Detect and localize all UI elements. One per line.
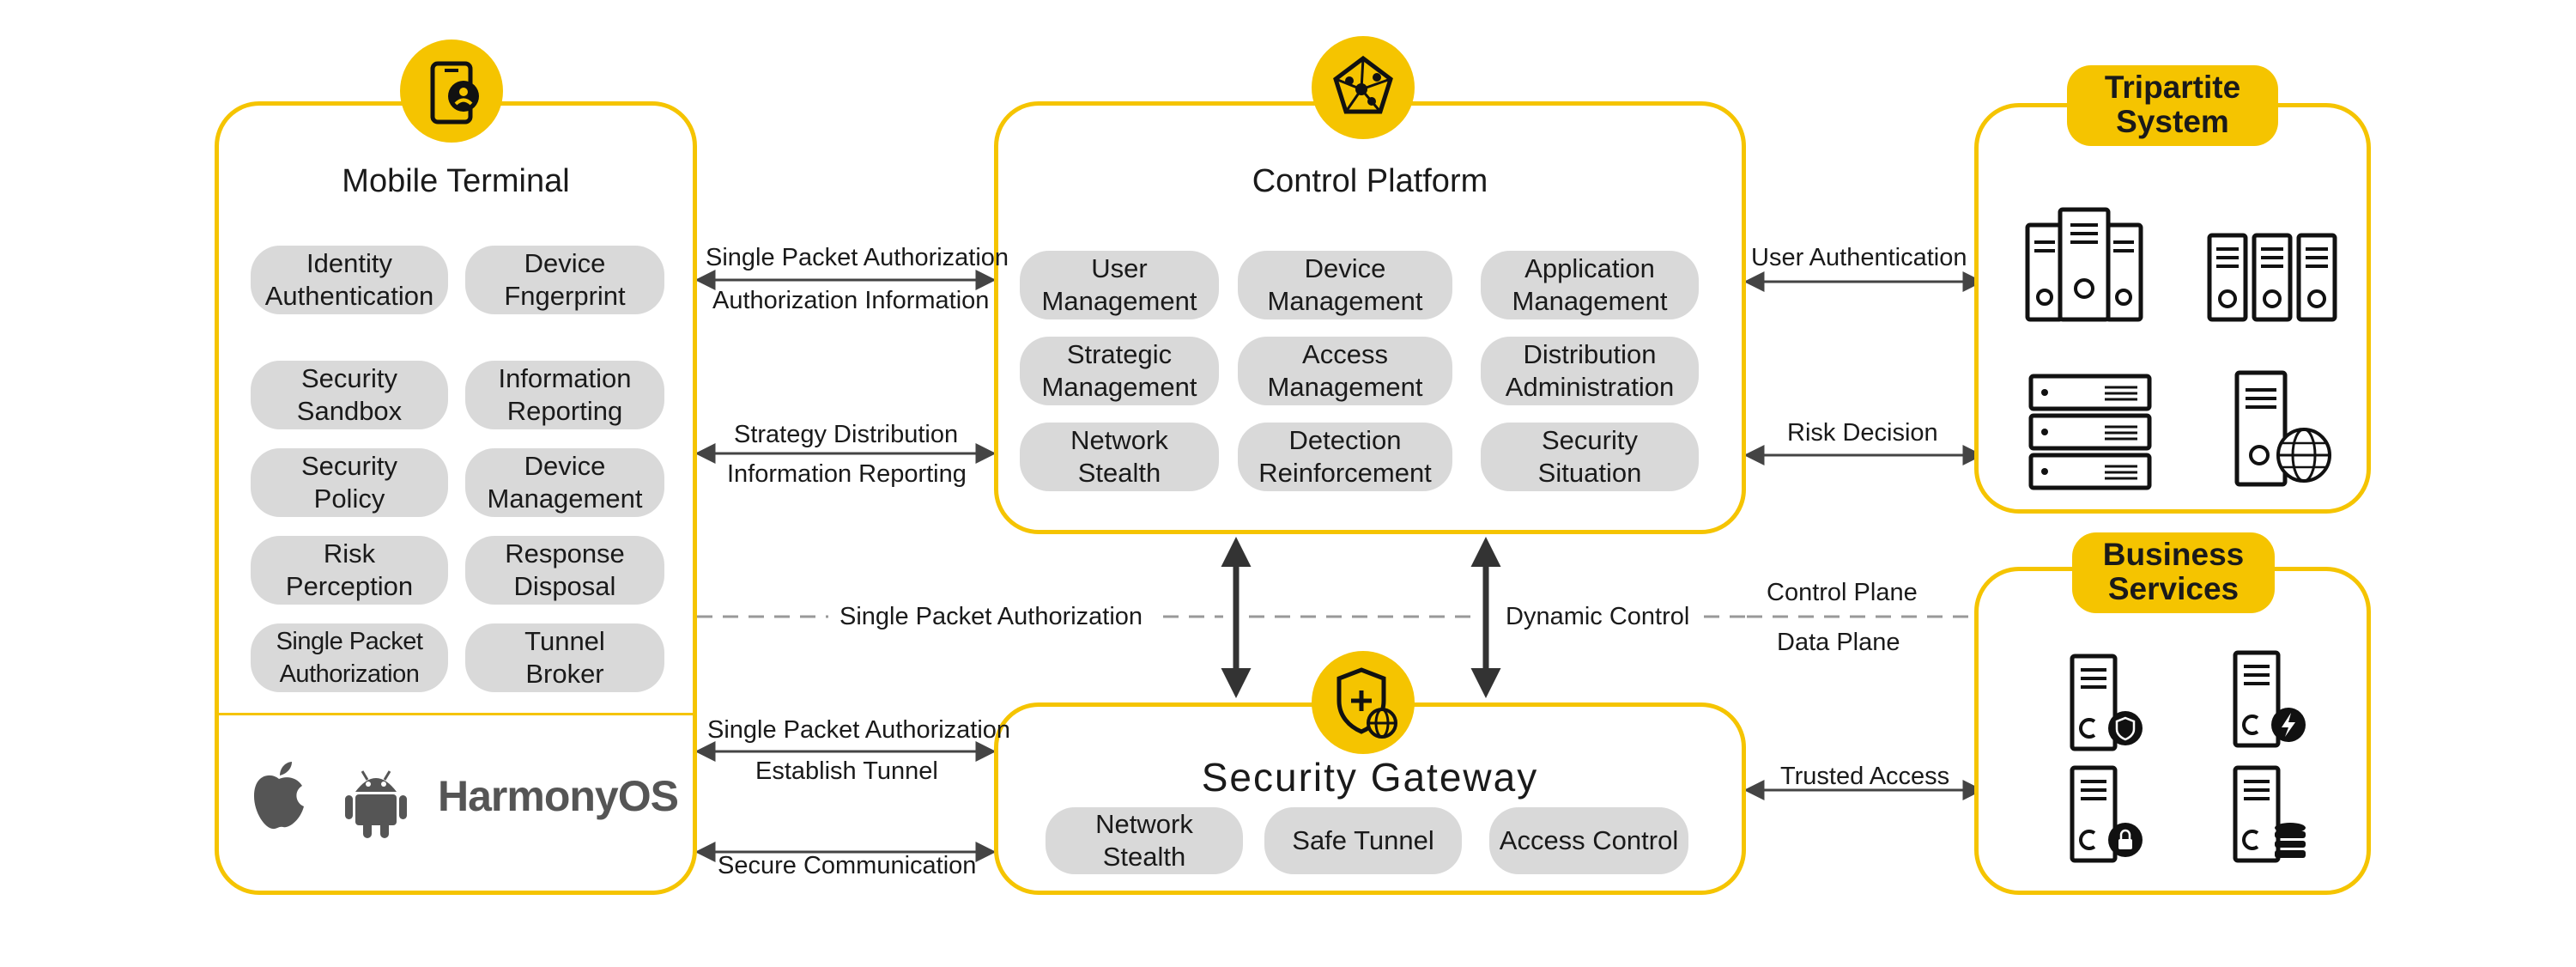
server-globe-icon — [2234, 369, 2337, 490]
label-mt-sg-spa: Single Packet Authorization — [707, 716, 1011, 744]
feature-security-sandbox: Security Sandbox — [251, 361, 448, 429]
harmonyos-logo: HarmonyOS — [438, 772, 679, 820]
label-mt-cp-strategy-distribution: Strategy Distribution — [734, 421, 959, 448]
feature-access-control: Access Control — [1489, 807, 1688, 874]
feature-device-management-cp: Device Management — [1238, 251, 1452, 319]
feature-strategic-management: Strategic Management — [1020, 337, 1219, 405]
label-control-plane: Control Plane — [1767, 579, 1918, 606]
feature-single-packet-authorization: Single Packet Authorization — [251, 623, 448, 692]
feature-application-management: Application Management — [1481, 251, 1699, 319]
feature-device-fingerprint: Device Fngerprint — [465, 246, 664, 314]
feature-identity-authentication: Identity Authentication — [251, 246, 448, 314]
feature-risk-perception: Risk Perception — [251, 536, 448, 605]
label-mt-cp-spa: Single Packet Authorization — [706, 244, 1009, 271]
server-stack-icon — [2027, 373, 2153, 491]
android-icon — [343, 763, 409, 840]
business-services-panel — [1974, 567, 2371, 895]
feature-device-management: Device Management — [465, 448, 664, 517]
control-platform-title: Control Platform — [1252, 163, 1488, 199]
mobile-terminal-divider — [219, 713, 693, 715]
label-data-plane: Data Plane — [1777, 629, 1900, 656]
apple-icon — [249, 760, 309, 832]
feature-safe-tunnel: Safe Tunnel — [1264, 807, 1462, 874]
server-lock-icon — [2069, 764, 2155, 867]
security-gateway-title: Security Gateway — [1201, 755, 1539, 800]
feature-security-policy: Security Policy — [251, 448, 448, 517]
label-mt-sg-secure-communication: Secure Communication — [718, 852, 977, 879]
server-database-icon — [2232, 764, 2318, 867]
server-shield-icon — [2069, 653, 2155, 756]
label-mt-cp-information-reporting: Information Reporting — [727, 460, 967, 488]
server-rack-icon — [2204, 230, 2342, 325]
feature-distribution-administration: Distribution Administration — [1481, 337, 1699, 405]
feature-network-stealth-cp: Network Stealth — [1020, 423, 1219, 491]
feature-response-disposal: Response Disposal — [465, 536, 664, 605]
feature-access-management: Access Management — [1238, 337, 1452, 405]
label-cp-tp-risk-decision: Risk Decision — [1787, 419, 1938, 447]
feature-tunnel-broker: Tunnel Broker — [465, 623, 664, 692]
label-cp-tp-user-authentication: User Authentication — [1751, 244, 1967, 271]
feature-user-management: User Management — [1020, 251, 1219, 319]
server-bolt-icon — [2232, 649, 2318, 752]
mobile-user-icon — [400, 40, 503, 143]
shield-globe-icon — [1312, 651, 1415, 754]
feature-security-situation: Security Situation — [1481, 423, 1699, 491]
mobile-terminal-title: Mobile Terminal — [342, 163, 570, 199]
feature-detection-reinforcement: Detection Reinforcement — [1238, 423, 1452, 491]
label-plane-spa: Single Packet Authorization — [836, 603, 1147, 631]
label-plane-dynamic-control: Dynamic Control — [1502, 603, 1694, 631]
label-mt-sg-establish-tunnel: Establish Tunnel — [755, 757, 938, 785]
feature-information-reporting: Information Reporting — [465, 361, 664, 429]
server-cluster-icon — [2024, 206, 2144, 326]
network-pentagon-icon — [1312, 36, 1415, 139]
tripartite-system-tag: Tripartite System — [2067, 65, 2278, 146]
label-sg-bs-trusted-access: Trusted Access — [1780, 763, 1950, 790]
feature-network-stealth-sg: Network Stealth — [1046, 807, 1243, 874]
business-services-tag: Business Services — [2072, 532, 2275, 613]
label-mt-cp-authorization-info: Authorization Information — [712, 287, 990, 314]
